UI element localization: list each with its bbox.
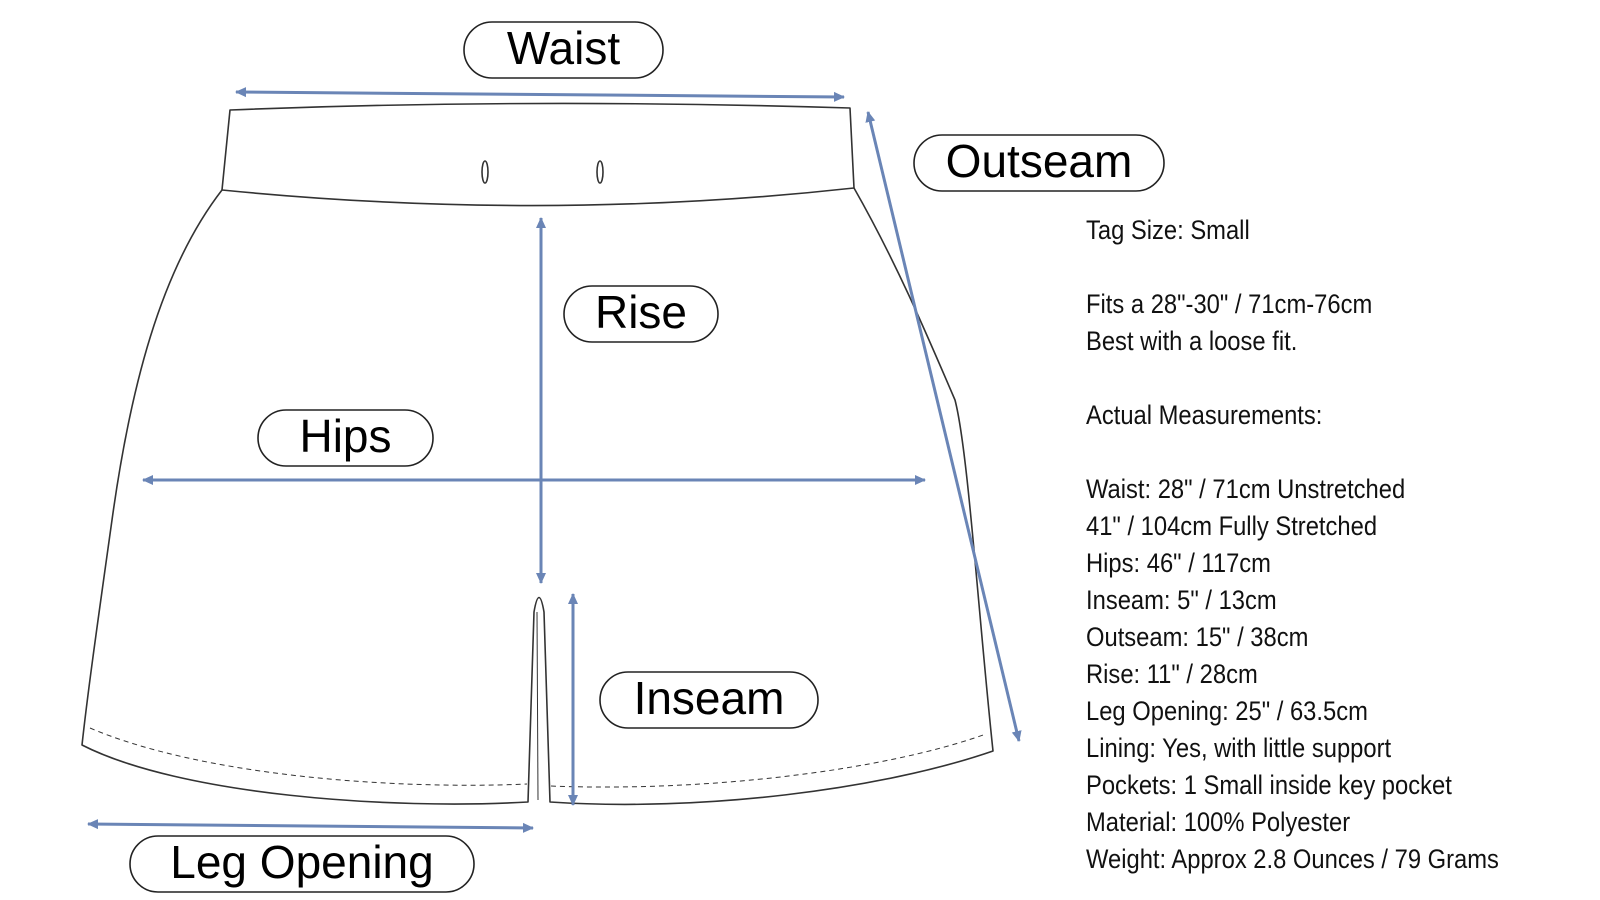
size-specs: Tag Size: Small Fits a 28"-30" / 71cm-76… xyxy=(1086,212,1526,878)
eyelet-left xyxy=(481,160,489,184)
outseam-label: Outseam xyxy=(913,134,1165,192)
eyelet-right xyxy=(596,160,604,184)
measurement-line: Rise: 11" / 28cm xyxy=(1086,659,1258,689)
shorts-outline xyxy=(81,102,994,806)
fit-range: Fits a 28"-30" / 71cm-76cm xyxy=(1086,289,1373,319)
hips-label: Hips xyxy=(257,409,434,467)
measurement-line: Material: 100% Polyester xyxy=(1086,807,1351,837)
measurement-line: Weight: Approx 2.8 Ounces / 79 Grams xyxy=(1086,844,1499,874)
outseam-label-text: Outseam xyxy=(946,135,1133,187)
waist-label: Waist xyxy=(463,21,664,79)
measurement-line: Inseam: 5" / 13cm xyxy=(1086,585,1277,615)
waist-arrow xyxy=(235,87,845,102)
tag-size: Tag Size: Small xyxy=(1086,215,1250,245)
inseam-label-text: Inseam xyxy=(634,672,785,724)
hips-label-text: Hips xyxy=(299,410,391,462)
leg-opening-label-text: Leg Opening xyxy=(170,836,433,888)
measurement-arrows xyxy=(87,87,1022,833)
measurement-line: Pockets: 1 Small inside key pocket xyxy=(1086,770,1452,800)
measurement-line: Waist: 28" / 71cm Unstretched xyxy=(1086,474,1406,504)
rise-label-text: Rise xyxy=(595,286,687,338)
measurement-line: Lining: Yes, with little support xyxy=(1086,733,1392,763)
measurements-heading: Actual Measurements: xyxy=(1086,400,1323,430)
measurement-line: Hips: 46" / 117cm xyxy=(1086,548,1271,578)
rise-label: Rise xyxy=(563,285,719,343)
hem-stitch-right xyxy=(550,733,987,788)
measurement-line: Leg Opening: 25" / 63.5cm xyxy=(1086,696,1368,726)
fit-note: Best with a loose fit. xyxy=(1086,326,1298,356)
waistband xyxy=(221,102,855,207)
outseam-arrow xyxy=(865,111,1022,742)
inseam-label: Inseam xyxy=(599,671,819,729)
waist-label-text: Waist xyxy=(507,22,621,74)
leg-opening-label: Leg Opening xyxy=(129,835,475,893)
measurement-line: 41" / 104cm Fully Stretched xyxy=(1086,511,1378,541)
measurement-line: Outseam: 15" / 38cm xyxy=(1086,622,1309,652)
leg-opening-arrow xyxy=(87,819,534,833)
hem-stitch-left xyxy=(89,727,528,786)
